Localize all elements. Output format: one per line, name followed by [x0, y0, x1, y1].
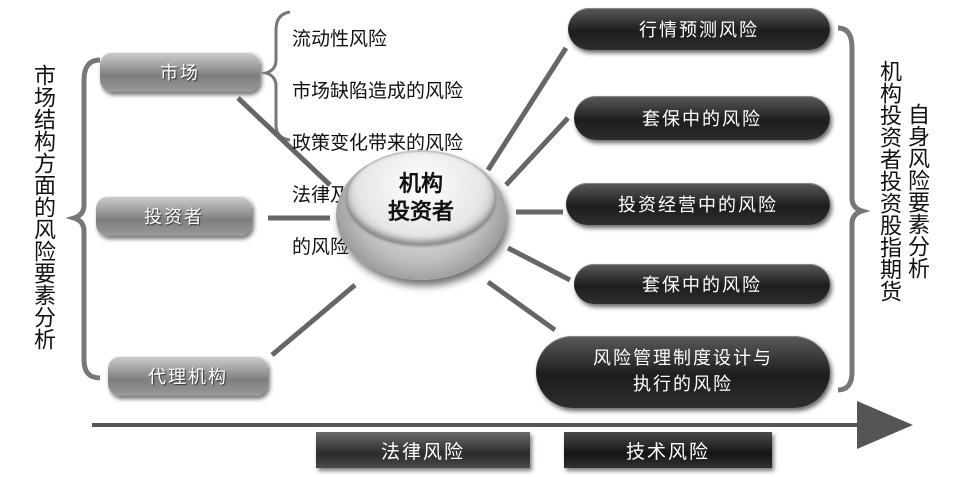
left-side-title: 市场结构方面的风险要素分析 — [30, 64, 55, 350]
node-investment-operation-risk: 投资经营中的风险 — [566, 183, 830, 225]
node-risk-management-risk: 风险管理制度设计与 执行的风险 — [536, 336, 830, 408]
market-risk-item: 市场缺陷造成的风险 — [292, 80, 464, 102]
market-risk-item: 政策变化带来的风险 — [292, 132, 464, 154]
node-hedging-risk-2: 套保中的风险 — [574, 264, 830, 304]
market-risk-item: 的风险 — [292, 236, 350, 258]
market-risk-list: 流动性风险 市场缺陷造成的风险 政策变化带来的风险 法律及制度变化带来 的风险 — [292, 0, 542, 286]
center-node: 机构 投资者 — [347, 152, 495, 244]
left-brace — [65, 57, 101, 381]
bar-technical-risk: 技术风险 — [564, 432, 772, 468]
market-risk-bracket — [260, 10, 291, 142]
node-market: 市场 — [100, 52, 260, 92]
node-market-forecast-risk: 行情预测风险 — [568, 8, 830, 50]
market-risk-item: 流动性风险 — [292, 28, 388, 50]
bar-legal-risk: 法律风险 — [316, 432, 530, 468]
right-side-title-col2: 自身风险要素分析 — [904, 103, 929, 279]
node-hedging-risk: 套保中的风险 — [574, 96, 830, 140]
right-side-title-col1: 机构投资者投资股指期货 — [876, 60, 901, 302]
right-brace — [837, 25, 871, 393]
node-investor: 投资者 — [96, 196, 252, 236]
node-agency: 代理机构 — [108, 356, 268, 396]
